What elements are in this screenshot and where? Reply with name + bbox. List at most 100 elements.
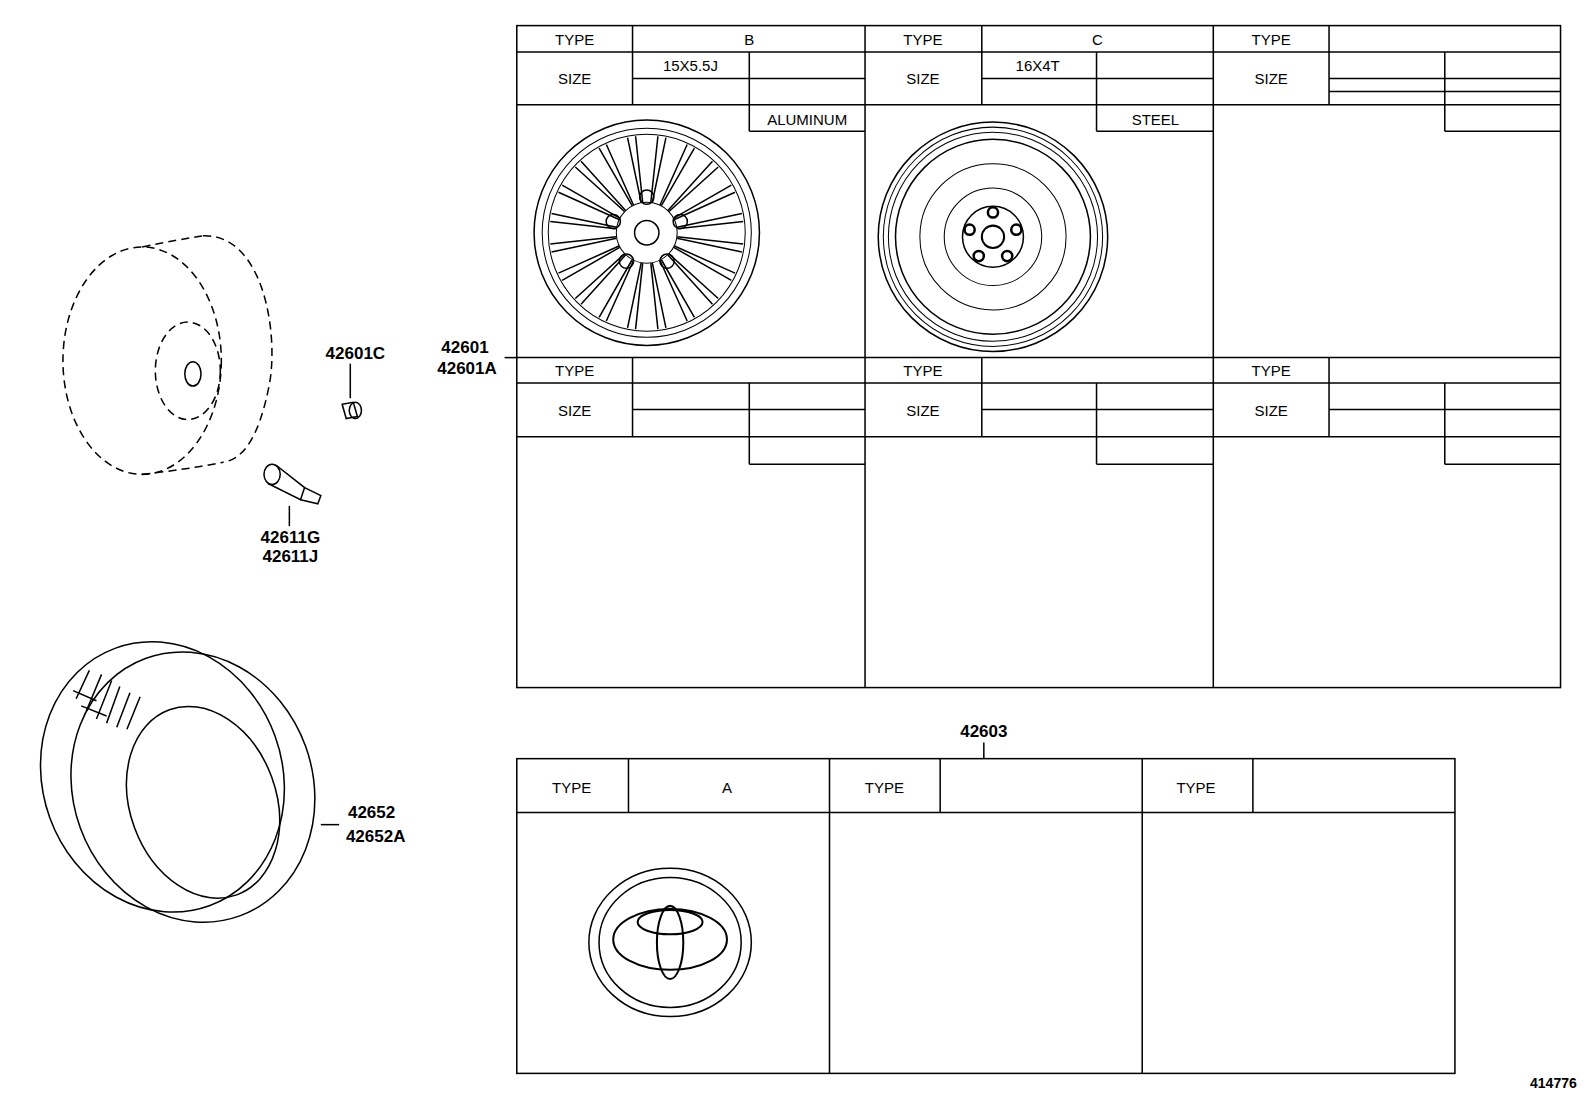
aluminum-wheel: [534, 120, 759, 345]
drawing-line: [864, 26, 866, 688]
drawing-use: [656, 148, 713, 215]
drawing-circle: [542, 128, 751, 337]
drawing-line: [321, 824, 339, 826]
drawing-path: [203, 236, 272, 462]
drawing-circle: [982, 226, 1004, 248]
drawing-line: [517, 51, 1561, 53]
callout-number: 42652: [348, 804, 395, 821]
drawing-line: [1329, 91, 1560, 93]
drawing-line: [981, 26, 983, 105]
drawing-use: [656, 251, 713, 318]
tire: [3, 607, 352, 957]
callout-number: 42611J: [262, 548, 318, 565]
drawing-ellipse: [613, 909, 727, 970]
table-header: TYPE: [1252, 362, 1291, 377]
drawing-line: [1213, 26, 1215, 688]
drawing-path: [73, 670, 140, 729]
hub-mark: [185, 362, 201, 386]
drawing-line: [633, 78, 866, 80]
drawing-rect: [517, 26, 1561, 688]
valve-stem: [264, 464, 321, 504]
drawing-line: [1329, 78, 1560, 80]
drawing-ellipse: [599, 877, 741, 1007]
callout-number: 42652A: [346, 827, 406, 844]
table-cell: STEEL: [1132, 111, 1180, 126]
drawing-path: [142, 236, 223, 475]
drawing-line: [1445, 463, 1561, 465]
drawing-line: [517, 382, 1561, 384]
table-header: TYPE: [1176, 779, 1215, 794]
drawing-ellipse: [33, 617, 352, 957]
drawing-line: [1096, 52, 1098, 131]
drawing-circle: [534, 120, 759, 345]
drawing-path: [268, 465, 305, 500]
drawing-use: [665, 167, 732, 224]
drawing-circle: [635, 221, 659, 245]
drawing-line: [982, 78, 1213, 80]
drawing-line: [1328, 358, 1330, 437]
drawing-line: [829, 759, 831, 1074]
callout-number: 42603: [960, 723, 1007, 740]
drawing-line: [517, 436, 1561, 438]
table-header: TYPE: [555, 362, 594, 377]
drawing-line: [505, 357, 517, 359]
table-cell: A: [722, 779, 732, 794]
drawing-use: [562, 167, 629, 224]
callout-number: 42601: [441, 339, 488, 356]
table-header: SIZE: [558, 71, 591, 86]
table-header: SIZE: [558, 403, 591, 418]
drawing-line: [1445, 130, 1561, 132]
drawing-line: [289, 506, 291, 526]
drawing-circle: [888, 132, 1097, 341]
drawing-circle: [988, 207, 998, 217]
wheel-assembly: [63, 236, 272, 475]
drawing-circle: [1002, 251, 1012, 261]
drawing-line: [983, 742, 985, 758]
drawing-use: [581, 251, 638, 318]
drawing-line: [1096, 383, 1098, 464]
drawing-circle: [896, 139, 1091, 334]
drawing-circle: [944, 188, 1041, 285]
drawing-line: [749, 383, 751, 464]
drawing-path: [301, 488, 321, 504]
table-cell: B: [744, 31, 754, 46]
drawing-line: [1252, 759, 1254, 813]
drawing-line: [1328, 26, 1330, 105]
table-header: TYPE: [903, 362, 942, 377]
drawing-circle: [920, 164, 1066, 310]
drawing-use: [665, 242, 732, 299]
drawing-ellipse: [638, 910, 703, 934]
drawing-line: [749, 52, 751, 131]
drawing-line: [632, 358, 634, 437]
drawing-line: [517, 357, 1561, 359]
drawing-use: [581, 148, 638, 215]
table-header: SIZE: [906, 403, 939, 418]
table-header: TYPE: [903, 31, 942, 46]
drawing-line: [633, 409, 866, 411]
drawing-line: [628, 759, 630, 813]
steel-wheel: [878, 122, 1107, 351]
table-header: SIZE: [1254, 71, 1287, 86]
wheel-table: [517, 26, 1561, 688]
callout-number: 42611G: [261, 529, 321, 546]
table-cell: 16X4T: [1016, 57, 1060, 72]
drawing-line: [350, 364, 352, 399]
drawing-circle: [883, 127, 1102, 346]
cap-table: [517, 742, 1455, 1073]
drawing-use: [562, 242, 629, 299]
drawing-circle: [548, 134, 745, 331]
table-header: TYPE: [552, 779, 591, 794]
drawing-circle: [965, 225, 975, 235]
table-header: SIZE: [906, 71, 939, 86]
drawing-ellipse: [155, 322, 220, 419]
drawing-line: [517, 812, 1455, 814]
drawing-line: [982, 409, 1213, 411]
drawing-line: [749, 130, 865, 132]
drawing-line: [1097, 130, 1214, 132]
illustration-code: 414776: [1530, 1076, 1577, 1090]
center-cap: [589, 868, 751, 1016]
table-cell: ALUMINUM: [767, 111, 847, 126]
table-header: TYPE: [555, 31, 594, 46]
drawing-circle: [878, 122, 1107, 351]
